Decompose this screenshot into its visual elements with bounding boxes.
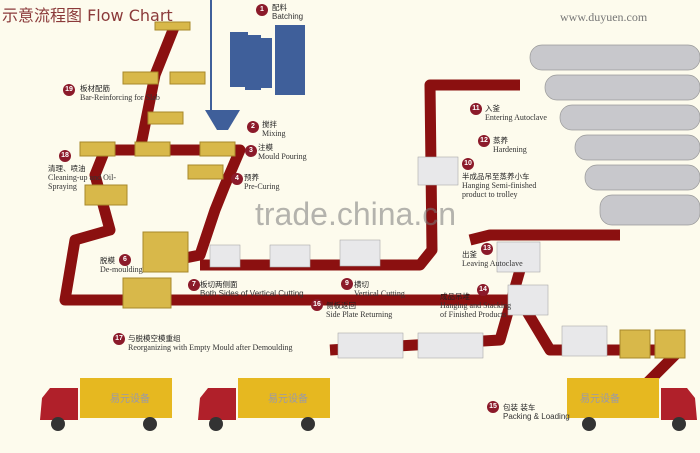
step-number-badge: 17 [113, 333, 125, 345]
truck-logo: 易元设备 [580, 394, 620, 405]
step-label-chinese: 成品吊堆 [440, 292, 470, 301]
truck [198, 378, 330, 431]
step-label-english: Hardening [493, 145, 527, 154]
step-label-english: De-moulding [100, 265, 143, 274]
step-number-badge: 1 [256, 4, 268, 16]
step-number-badge: 11 [470, 103, 482, 115]
watermark: trade.china.cn [255, 196, 457, 232]
step-number-badge: 9 [341, 278, 353, 290]
step-label-chinese: 注模 [258, 143, 273, 152]
step-label-english: Both Sides of Vertical Cutting [200, 289, 304, 298]
step-label-chinese: 半成品吊至蒸养小车 [462, 172, 530, 181]
step-label-chinese: 出釜 [462, 250, 477, 259]
trucks [40, 378, 697, 431]
website-url[interactable]: www.duyuen.com [560, 10, 648, 24]
step-number-badge: 14 [477, 284, 489, 296]
step-label-english: Hanging Semi-finished product to trolley [462, 181, 537, 199]
step-label-english: Mixing [262, 129, 286, 138]
step-number-badge: 6 [119, 254, 131, 266]
step-number-badge: 15 [487, 401, 499, 413]
step-number-badge: 2 [247, 121, 259, 133]
step-label-chinese: 板切两侧面 [200, 280, 238, 289]
step-label-english: Cleaning-up and Oil-Spraying [48, 173, 116, 191]
step-label-chinese: 与脱模空模重组 [128, 334, 181, 343]
step-label-chinese: 脱模 [100, 256, 115, 265]
step-number-badge: 4 [231, 173, 243, 185]
step-label-chinese: 蒸养 [493, 136, 508, 145]
moulds [79, 21, 686, 359]
step-label-english: Batching [272, 12, 304, 21]
step-label-english: Pre-Curing [244, 182, 280, 191]
step-label-chinese: 包装 装车 [503, 403, 536, 412]
truck [567, 378, 697, 431]
step-label-english: Side Plate Returning [326, 310, 393, 319]
step-label-english: Reorganizing with Empty Mould after Demo… [128, 343, 293, 352]
truck-logo: 易元设备 [268, 394, 308, 405]
step-label-english: Leaving Autoclave [462, 259, 523, 268]
silos [205, 0, 305, 130]
step-number-badge: 13 [481, 243, 493, 255]
step-label-english: Mould Pouring [258, 152, 307, 161]
step-label-english: Bar-Reinforcing for Slab [80, 93, 160, 102]
step-label-chinese: 侧板返回 [326, 301, 356, 310]
step-label-english: Hanging and Stacking of Finished Product… [440, 301, 512, 319]
cakes [209, 156, 608, 359]
autoclaves [529, 44, 700, 226]
step-label-english: Vertical Cutting [354, 289, 405, 298]
step-number-badge: 10 [462, 158, 474, 170]
step-label-chinese: 入釜 [485, 104, 500, 113]
chart-title: 示意流程图 Flow Chart [2, 6, 173, 25]
step-label-chinese: 横切 [354, 280, 369, 289]
step-label-chinese: 板材配筋 [80, 84, 110, 93]
step-label-chinese: 清理、喷油 [48, 164, 86, 173]
step-number-badge: 7 [188, 279, 200, 291]
step-number-badge: 18 [59, 150, 71, 162]
step-label-chinese: 搅拌 [262, 120, 277, 129]
step-label-english: Entering Autoclave [485, 113, 547, 122]
step-number-badge: 16 [311, 299, 323, 311]
step-label-chinese: 配料 [272, 3, 287, 12]
truck [40, 378, 172, 431]
step-number-badge: 12 [478, 135, 490, 147]
step-label-english: Packing & Loading [503, 412, 570, 421]
step-number-badge: 3 [245, 145, 257, 157]
truck-logo: 易元设备 [110, 394, 150, 405]
step-number-badge: 19 [63, 84, 75, 96]
step-label-chinese: 预养 [244, 173, 259, 182]
